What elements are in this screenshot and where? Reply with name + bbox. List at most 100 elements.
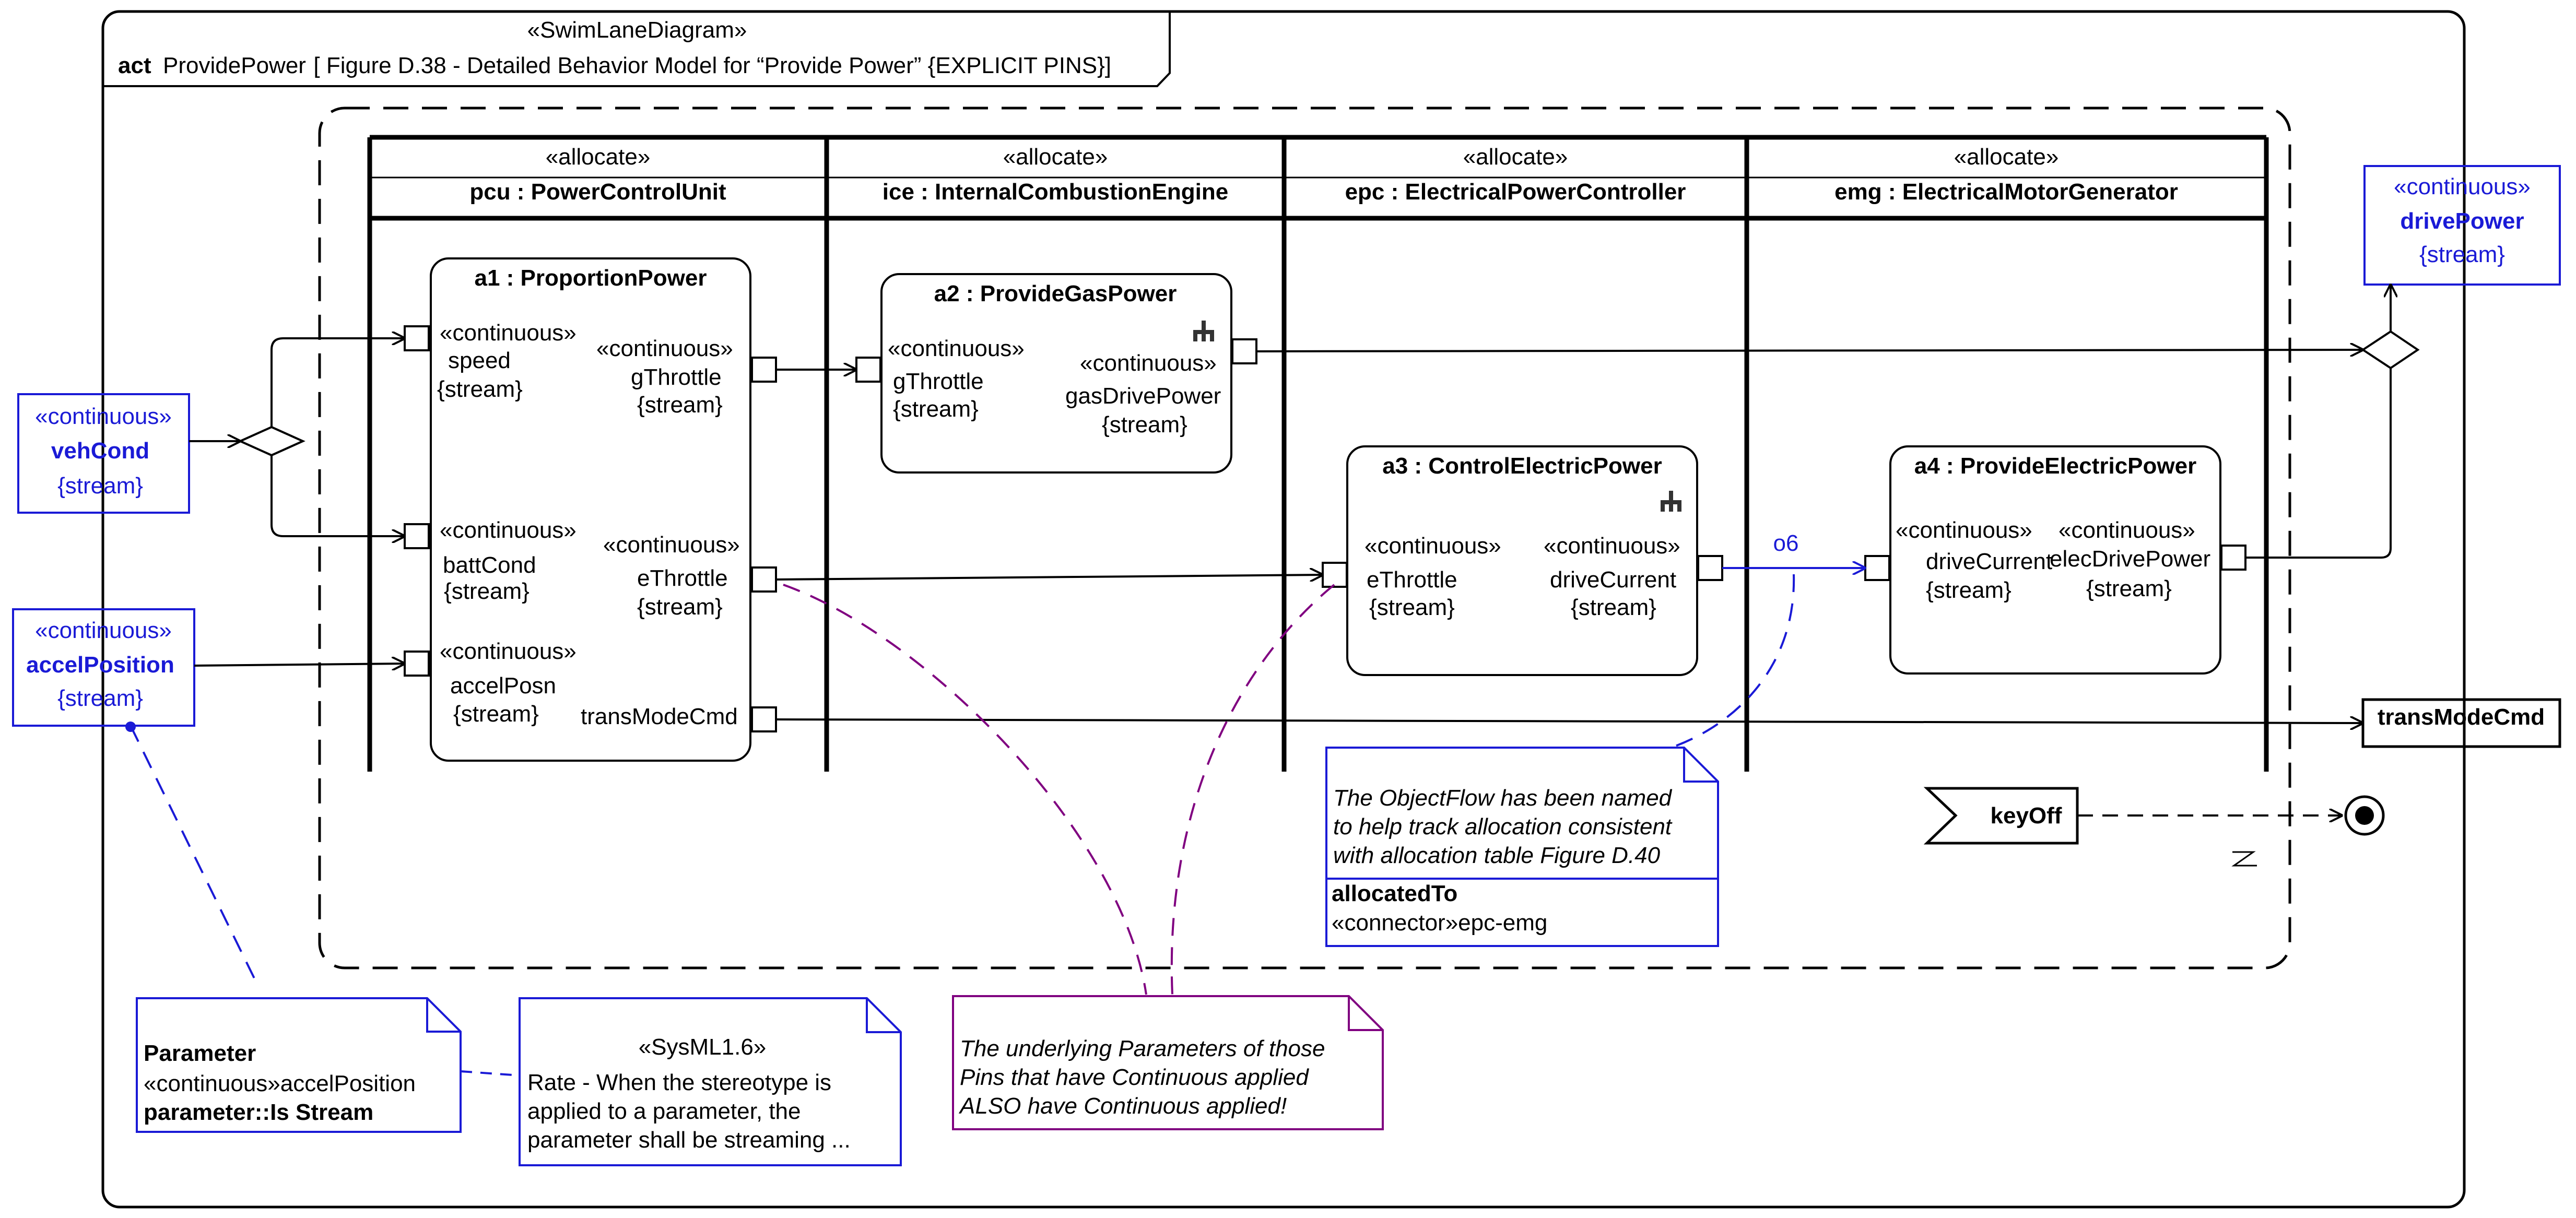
svg-text:accelPosn: accelPosn (450, 673, 556, 699)
svg-text:«continuous»: «continuous» (440, 638, 577, 664)
svg-text:eThrottle: eThrottle (1367, 567, 1457, 593)
svg-text:elecDrivePower: elecDrivePower (2050, 546, 2210, 572)
action-a3[interactable]: a3 : ControlElectricPower (1346, 445, 1698, 676)
svg-text:Pins that have Continuous appl: Pins that have Continuous applied (960, 1065, 1309, 1090)
pin-a1-ethrottle[interactable]: «continuous» eThrottle {stream} (603, 532, 777, 620)
svg-text:gThrottle: gThrottle (893, 369, 984, 394)
svg-text:«continuous»: «continuous» (596, 336, 733, 361)
action-a4[interactable]: a4 : ProvideElectricPower (1889, 445, 2221, 675)
lane-pcu-name: pcu : PowerControlUnit (469, 179, 726, 205)
frame-header-tab (103, 11, 1171, 87)
pin-a1-speed[interactable]: «continuous» speed {stream} (404, 320, 577, 402)
lane-epc-name: epc : ElectricalPowerController (1345, 179, 1686, 205)
lane-ice-stereotype: «allocate» (1003, 144, 1108, 170)
svg-text:«continuous»: «continuous» (603, 532, 740, 558)
svg-text:{stream}: {stream} (444, 578, 530, 604)
svg-text:«SysML1.6»: «SysML1.6» (639, 1034, 767, 1060)
svg-text:«continuous»: «continuous» (2394, 174, 2531, 199)
svg-text:{stream}: {stream} (2419, 242, 2505, 267)
svg-text:speed: speed (448, 348, 511, 373)
pin-a1-gthrottle[interactable]: «continuous» gThrottle {stream} (596, 336, 777, 418)
svg-text:allocatedTo: allocatedTo (1332, 881, 1457, 906)
svg-text:«continuous»: «continuous» (1896, 517, 2032, 543)
anchor-dot (125, 722, 136, 732)
frame-kind: act (118, 53, 151, 78)
pin-a4-drivecurrent[interactable]: «continuous» driveCurrent {stream} (1864, 517, 2052, 603)
svg-text:{stream}: {stream} (453, 701, 539, 727)
svg-text:drivePower: drivePower (2400, 208, 2524, 234)
rake-icon (1661, 491, 1681, 512)
pin-a2-gasdrivepower[interactable]: «continuous» gasDrivePower {stream} (1065, 338, 1257, 437)
svg-text:gasDrivePower: gasDrivePower (1065, 383, 1221, 409)
pin-a1-accelposn[interactable]: «continuous» accelPosn {stream} (404, 638, 577, 727)
svg-text:a1 : ProportionPower: a1 : ProportionPower (475, 265, 707, 291)
pin-a3-ethrottle[interactable]: «continuous» eThrottle {stream} (1322, 533, 1501, 620)
svg-text:{stream}: {stream} (1102, 412, 1187, 437)
svg-text:{stream}: {stream} (637, 594, 723, 620)
join-node-right[interactable] (2361, 330, 2420, 370)
rake-icon (1193, 321, 1214, 341)
frame-name: ProvidePower (163, 53, 306, 78)
svg-text:{stream}: {stream} (2086, 576, 2172, 601)
pin-a4-elecdrivepower[interactable]: «continuous» elecDrivePower {stream} (2050, 517, 2246, 601)
frame-stereotype: «SwimLaneDiagram» (527, 17, 747, 43)
svg-text:{stream}: {stream} (1571, 595, 1656, 620)
svg-text:transModeCmd: transModeCmd (581, 704, 738, 729)
param-accelposition[interactable]: «continuous» accelPosition {stream} (12, 608, 195, 727)
param-vehcond[interactable]: «continuous» vehCond {stream} (17, 393, 190, 514)
svg-text:applied to a parameter, the: applied to a parameter, the (527, 1098, 801, 1124)
svg-text:{stream}: {stream} (893, 396, 979, 422)
param-transmodecmd[interactable]: transModeCmd (2361, 698, 2561, 748)
lane-pcu-stereotype: «allocate» (546, 144, 651, 170)
svg-text:driveCurrent: driveCurrent (1926, 549, 2052, 574)
svg-text:keyOff: keyOff (1991, 803, 2062, 829)
note-parameter[interactable]: Parameter «continuous»accelPosition para… (136, 997, 462, 1133)
svg-text:ALSO have Continuous applied!: ALSO have Continuous applied! (958, 1093, 1287, 1119)
note-objectflow[interactable]: The ObjectFlow has been named to help tr… (1325, 747, 1719, 947)
svg-text:Rate - When the stereotype is: Rate - When the stereotype is (527, 1070, 831, 1095)
svg-text:act ProvidePower [ Fig: act ProvidePower [ Figure D.38 - Detaile… (118, 53, 1111, 78)
svg-text:«continuous»: «continuous» (440, 517, 577, 543)
svg-text:{stream}: {stream} (1369, 595, 1455, 620)
action-a1[interactable]: a1 : ProportionPower (430, 257, 751, 762)
svg-text:«connector»epc-emg: «connector»epc-emg (1332, 910, 1547, 936)
fork-node-left[interactable] (238, 425, 305, 457)
svg-text:The ObjectFlow has been named: The ObjectFlow has been named (1333, 785, 1673, 811)
svg-text:with allocation table Figure D: with allocation table Figure D.40 (1333, 843, 1661, 868)
dashed-region (318, 107, 2291, 969)
object-flow-label: o6 (1773, 530, 1799, 556)
lane-emg-stereotype: «allocate» (1954, 144, 2059, 170)
svg-text:{stream}: {stream} (57, 685, 143, 711)
interrupt-icon (2231, 851, 2257, 867)
frame-caption: [ Figure D.38 - Detailed Behavior Model … (313, 53, 1111, 78)
note-sysml[interactable]: «SysML1.6» Rate - When the stereotype is… (519, 997, 902, 1166)
object-flows (189, 285, 2391, 723)
note-continuous[interactable]: The underlying Parameters of those Pins … (952, 995, 1384, 1130)
svg-text:vehCond: vehCond (51, 438, 149, 464)
svg-text:{stream}: {stream} (437, 376, 523, 402)
lane-emg-name: emg : ElectricalMotorGenerator (1834, 179, 2178, 205)
svg-text:«continuous»: «continuous» (1080, 350, 1217, 376)
pin-a2-gthrottle[interactable]: «continuous» gThrottle {stream} (855, 336, 1025, 422)
svg-text:«continuous»: «continuous» (35, 618, 172, 643)
final-node[interactable] (2344, 795, 2385, 836)
svg-text:a2 : ProvideGasPower: a2 : ProvideGasPower (934, 281, 1177, 306)
pin-a1-transmodecmd[interactable]: transModeCmd (581, 704, 777, 732)
svg-text:«continuous»accelPosition: «continuous»accelPosition (144, 1071, 416, 1096)
accept-event-keyoff[interactable]: keyOff (1923, 787, 2079, 845)
lane-ice-name: ice : InternalCombustionEngine (883, 179, 1229, 205)
lane-epc-stereotype: «allocate» (1463, 144, 1568, 170)
svg-text:The underlying Parameters of t: The underlying Parameters of those (960, 1036, 1325, 1061)
param-drivepower[interactable]: «continuous» drivePower {stream} (2363, 165, 2561, 286)
svg-text:a3 : ControlElectricPower: a3 : ControlElectricPower (1382, 453, 1662, 479)
svg-text:{stream}: {stream} (637, 392, 723, 418)
svg-text:battCond: battCond (443, 552, 536, 578)
svg-text:{stream}: {stream} (1926, 577, 2012, 603)
svg-text:«continuous»: «continuous» (1544, 533, 1680, 559)
svg-text:«continuous»: «continuous» (888, 336, 1025, 361)
svg-text:«continuous»: «continuous» (440, 320, 577, 346)
svg-text:accelPosition: accelPosition (26, 652, 174, 678)
svg-text:{stream}: {stream} (57, 473, 143, 499)
swimlanes (367, 135, 2269, 772)
svg-text:eThrottle: eThrottle (637, 565, 728, 591)
